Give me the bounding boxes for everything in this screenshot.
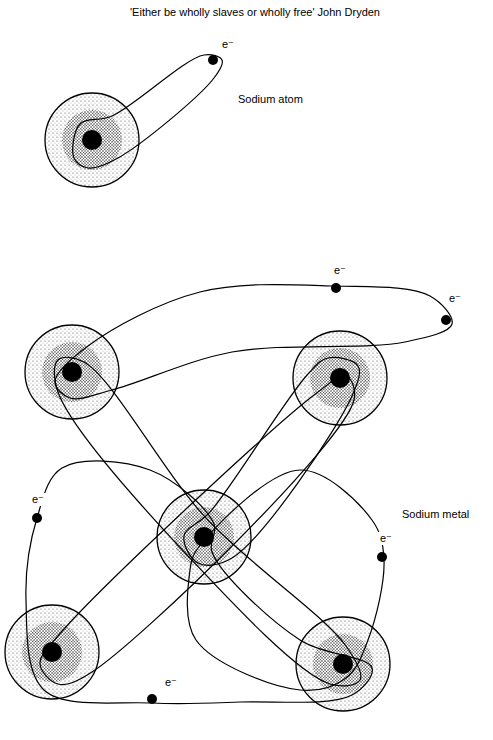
inner-shell (22, 622, 82, 682)
nucleus (82, 130, 102, 150)
orbit-path (40, 376, 355, 685)
core-shell (296, 617, 390, 711)
orbit-path (187, 470, 384, 690)
electron-orbits (26, 55, 452, 704)
ion-core (45, 93, 139, 187)
caption-label: Sodium atom (236, 93, 305, 106)
inner-shell (310, 348, 370, 408)
electron-label: e⁻ (332, 264, 348, 277)
electron-dot (331, 283, 341, 293)
electron-dot (147, 694, 157, 704)
electrons (32, 55, 451, 704)
electron-dot (377, 552, 387, 562)
ion-core (5, 605, 99, 699)
electron-dot (32, 513, 42, 523)
electron-label: e⁻ (163, 676, 179, 689)
ion-cores (5, 93, 390, 711)
electron-label: e⁻ (220, 38, 236, 51)
electron-dot (208, 55, 218, 65)
orbit-path (54, 357, 361, 686)
electron-label: e⁻ (447, 292, 463, 305)
nucleus (330, 368, 350, 388)
core-shell (45, 93, 139, 187)
electron-dot (441, 315, 451, 325)
caption-label: Sodium metal (400, 508, 471, 521)
electron-label: e⁻ (378, 532, 394, 545)
inner-shell (42, 342, 102, 402)
core-shell (25, 325, 119, 419)
ion-core (296, 617, 390, 711)
ion-core (25, 325, 119, 419)
epigraph: 'Either be wholly slaves or wholly free'… (128, 6, 382, 19)
core-shell (5, 605, 99, 699)
electron-label: e⁻ (30, 493, 46, 506)
orbit-path (55, 285, 452, 399)
orbit-path (73, 55, 223, 169)
